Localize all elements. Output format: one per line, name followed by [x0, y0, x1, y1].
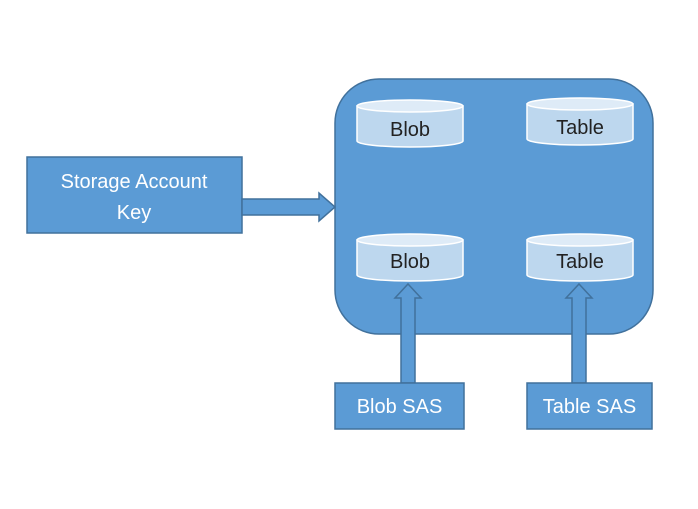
blob-cylinder-top-body	[356, 105, 464, 148]
blob-sas-node: Blob SAS	[334, 382, 465, 430]
blob-cylinder-top-label: Blob	[390, 119, 430, 141]
table-sas-up-arrow	[564, 282, 594, 384]
storage-account-key-label-line1: Storage Account	[61, 171, 208, 193]
table-cylinder-top-cap	[526, 97, 634, 111]
blob-sas-label: Blob SAS	[357, 396, 443, 418]
table-sas-box	[526, 382, 653, 430]
table-cylinder-bottom: Table	[526, 233, 634, 282]
table-cylinder-bottom-label: Table	[556, 251, 604, 273]
table-sas-label: Table SAS	[543, 396, 636, 418]
blob-sas-up-arrow	[393, 282, 423, 384]
blob-cylinder-top: Blob	[356, 99, 464, 148]
storage-account-key-node: Storage Account Key	[26, 156, 243, 234]
blob-cylinder-bottom-cap	[356, 233, 464, 247]
blob-sas-box	[334, 382, 465, 430]
blob-cylinder-top-cap	[356, 99, 464, 113]
blob-cylinder-bottom-body	[356, 239, 464, 282]
table-sas-node: Table SAS	[526, 382, 653, 430]
storage-account-key-label-line2: Key	[117, 202, 151, 224]
blob-cylinder-bottom: Blob	[356, 233, 464, 282]
table-cylinder-bottom-cap	[526, 233, 634, 247]
table-cylinder-top-body	[526, 103, 634, 146]
key-to-account-arrow	[241, 191, 337, 223]
table-cylinder-top: Table	[526, 97, 634, 146]
storage-account-key-box	[26, 156, 243, 234]
blob-cylinder-bottom-label: Blob	[390, 251, 430, 273]
table-cylinder-top-label: Table	[556, 117, 604, 139]
table-cylinder-bottom-body	[526, 239, 634, 282]
